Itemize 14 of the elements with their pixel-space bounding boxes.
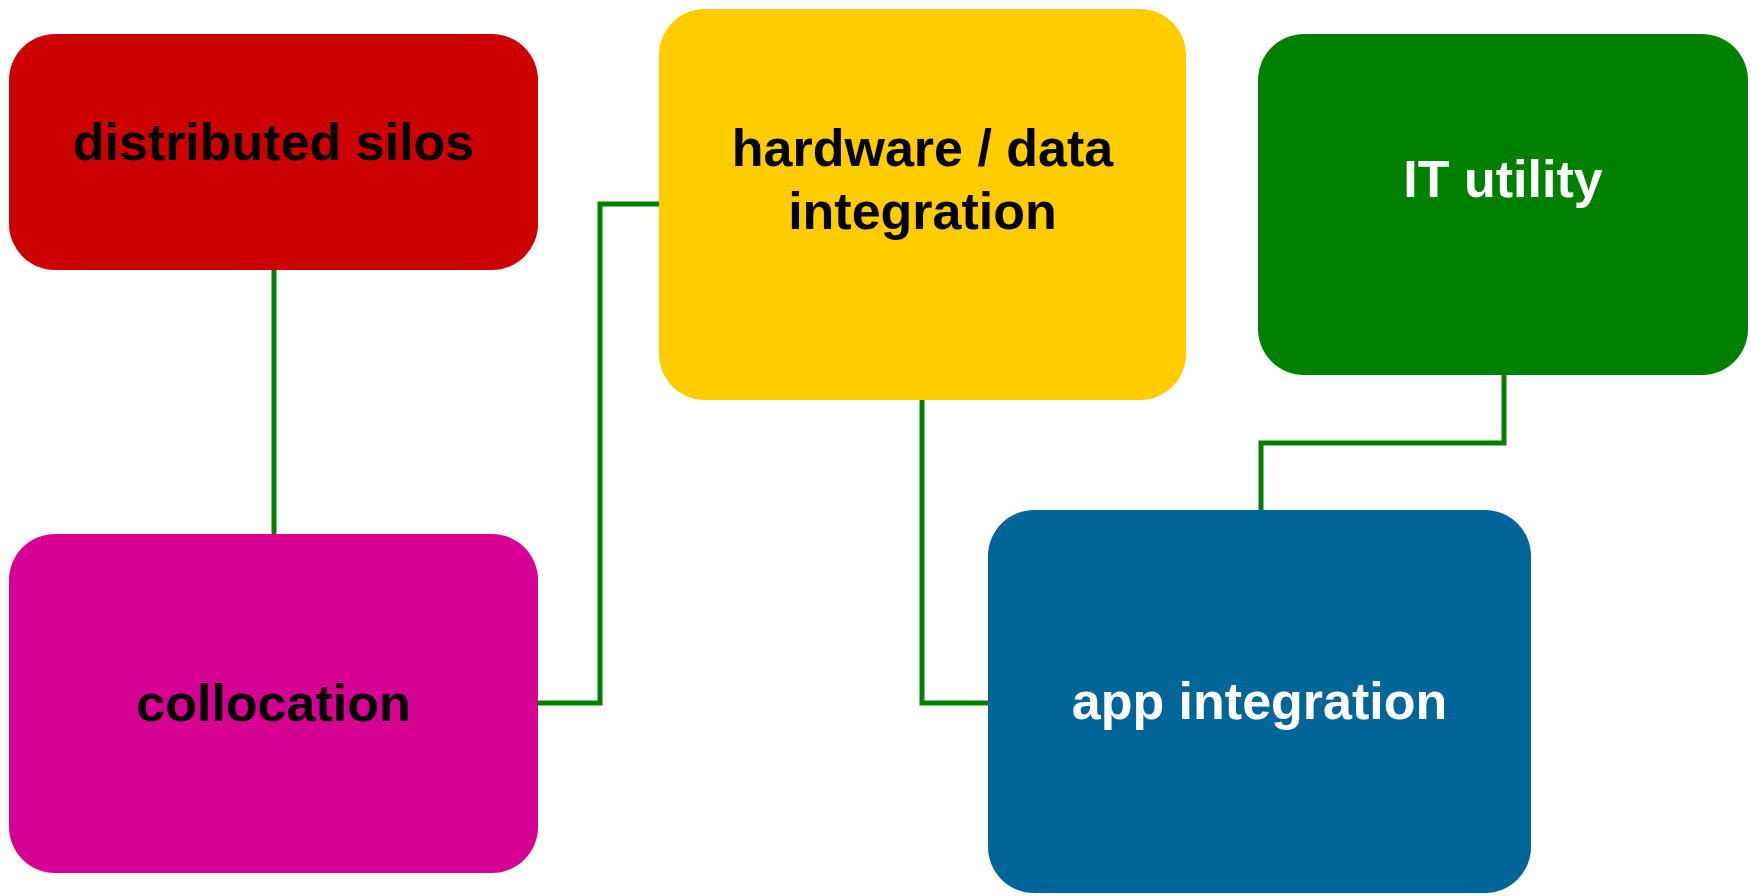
process-box (1258, 34, 1748, 375)
box-label: app integration (1071, 671, 1448, 733)
connector-line (538, 201, 659, 706)
connector-line (271, 270, 277, 534)
process-box (988, 510, 1531, 893)
process-box (659, 9, 1186, 400)
connector-line (1258, 375, 1507, 510)
box-label: collocation (136, 673, 411, 735)
box-label: IT utility (1403, 149, 1603, 211)
box-label: hardware / data integration (730, 118, 1115, 242)
box-label: distributed silos (72, 111, 475, 173)
connector-line (919, 400, 988, 706)
process-box (9, 34, 538, 270)
process-box (9, 534, 538, 873)
